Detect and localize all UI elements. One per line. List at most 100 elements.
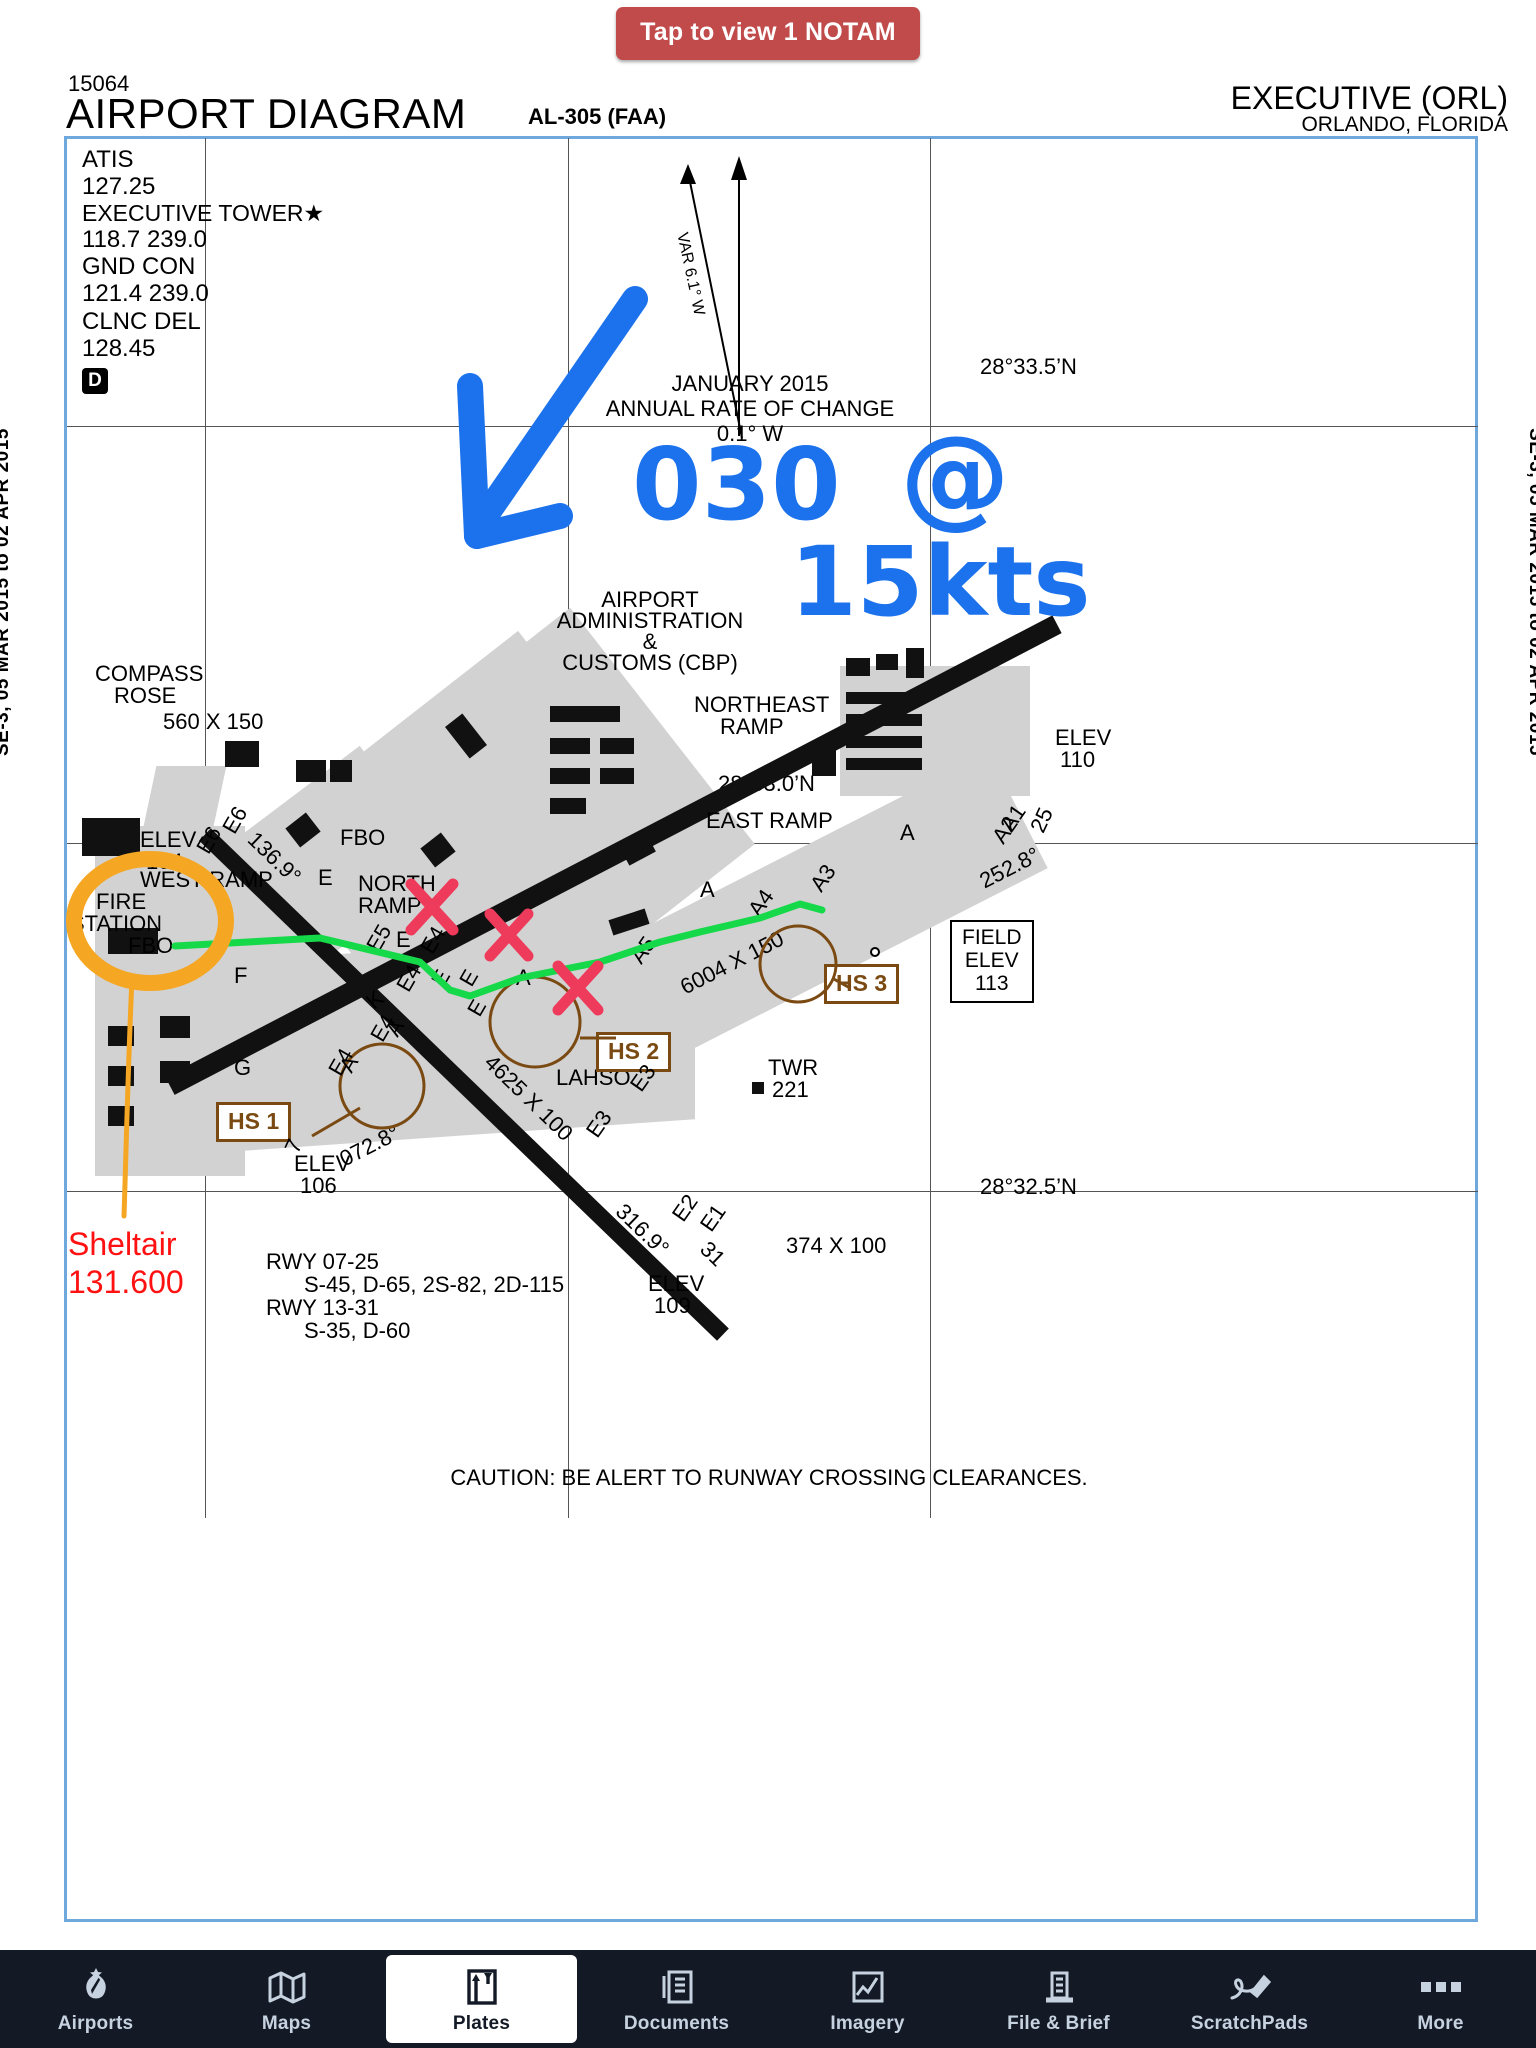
hotspot-1-box[interactable]: HS 1: [216, 1102, 292, 1142]
tower-symbol-icon: [752, 1082, 764, 1094]
taxiway-label-E: E: [318, 865, 333, 890]
tab-more[interactable]: More: [1345, 1950, 1536, 2048]
tab-documents[interactable]: Documents: [581, 1950, 772, 2048]
documents-icon: [660, 1967, 694, 2007]
lat-label-3325: 28°32.5’N: [980, 1174, 1077, 1199]
building-26: [846, 714, 922, 726]
atis-frequency: 127.25: [82, 173, 156, 201]
building-7: [160, 1061, 190, 1083]
plate-icon: [464, 1967, 500, 2007]
graticule-lat-335: [67, 426, 1478, 427]
elev-109-value: 109: [654, 1293, 691, 1318]
east-ramp-label: EAST RAMP: [706, 808, 833, 833]
tab-label: Plates: [452, 2013, 511, 2034]
notam-banner: Tap to view 1 NOTAM: [0, 0, 1536, 66]
building-icon: [1042, 1967, 1076, 2007]
var-date: JANUARY 2015: [671, 371, 829, 396]
lat-label-3335: 28°33.5’N: [980, 354, 1077, 379]
admin-label-2: ADMINISTRATION: [556, 608, 744, 633]
magnetic-variation-arrow-icon: [680, 156, 747, 439]
building-6: [160, 1016, 190, 1038]
elev-106-value: 106: [300, 1173, 337, 1198]
sheltair-annotation: Sheltair 131.600: [68, 1226, 184, 1302]
tab-scratchpads[interactable]: ScratchPads: [1154, 1950, 1345, 2048]
ground-frequency: 121.4 239.0: [82, 280, 209, 308]
rwy-data-line-2: S-45, D-65, 2S-82, 2D-115: [304, 1272, 565, 1297]
building-24: [906, 648, 924, 678]
effective-date-left: SE-3, 05 MAR 2015 to 02 APR 2015: [0, 428, 13, 756]
rwy-data-line-1: RWY 07-25: [266, 1249, 379, 1274]
building-27: [846, 736, 922, 748]
view-notam-button[interactable]: Tap to view 1 NOTAM: [616, 6, 920, 60]
taxiway-label-F: F: [234, 963, 248, 988]
building-14: [550, 706, 620, 722]
tab-label: Airports: [57, 2013, 134, 2034]
field-elevation-box: FIELD ELEV 113: [950, 920, 1034, 1004]
building-15: [550, 738, 590, 754]
wind-speed-annotation: 15kts: [790, 526, 1091, 638]
northeast-ramp-label-1: NORTHEAST: [694, 692, 830, 717]
building-8: [225, 741, 259, 767]
graticule-lat-330: [67, 843, 1478, 844]
building-16: [600, 738, 634, 754]
compass-rose-dims: 560 X 150: [163, 709, 264, 734]
tab-label: Documents: [623, 2013, 730, 2034]
rwy-data-line-4: S-35, D-60: [304, 1318, 411, 1343]
elev-104-label: ELEV: [140, 827, 197, 852]
pen-icon: [1228, 1967, 1272, 2007]
building-22: [846, 658, 870, 676]
fbo-label-north: FBO: [340, 825, 386, 850]
tab-airports[interactable]: Airports: [0, 1950, 191, 2048]
northeast-ramp-label-2: RAMP: [720, 714, 784, 739]
building-23: [876, 654, 898, 670]
building-10: [330, 760, 352, 782]
taxiway-label-Ea: E: [396, 927, 411, 952]
airport-name: EXECUTIVE (ORL): [1230, 80, 1508, 116]
compass-rose-label-1: COMPASS: [95, 661, 204, 686]
building-9: [296, 760, 326, 782]
compass-icon: [79, 1967, 113, 2007]
tab-imagery[interactable]: Imagery: [772, 1950, 963, 2048]
sheltair-frequency: 131.600: [68, 1263, 184, 1300]
field-elev-label-1: FIELD: [962, 926, 1022, 949]
building-29: [812, 750, 836, 776]
clearance-label: CLNC DEL: [82, 307, 201, 335]
tab-file-and-brief[interactable]: File & Brief: [963, 1950, 1154, 2048]
compass-rose-label-2: ROSE: [114, 683, 177, 708]
elev-110-value: 110: [1060, 747, 1096, 772]
elev-106-label: ELEV: [294, 1151, 351, 1176]
imagery-icon: [850, 1967, 886, 2007]
caution-note: CAUTION: BE ALERT TO RUNWAY CROSSING CLE…: [450, 1465, 1088, 1490]
ellipsis-icon: [1420, 1967, 1462, 2007]
tab-label: Imagery: [830, 2013, 905, 2034]
field-elev-value: 113: [975, 972, 1009, 996]
al-number: AL-305 (FAA): [528, 104, 667, 129]
admin-label-3: &: [642, 629, 658, 654]
airport-city: ORLANDO, FLORIDA: [1301, 113, 1508, 136]
bottom-tab-bar: Airports Maps Plates Documents Imagery: [0, 1950, 1536, 2048]
wind-at-annotation: @: [900, 412, 1010, 540]
sheltair-name: Sheltair: [68, 1226, 177, 1262]
tower-elevation: 221: [772, 1077, 809, 1102]
graticule-lat-325: [67, 1191, 1478, 1192]
page-title: AIRPORT DIAGRAM: [66, 90, 467, 137]
taxiway-label-A1x: A: [516, 965, 531, 990]
tower-label: EXECUTIVE TOWER★: [82, 200, 325, 227]
building-18: [600, 768, 634, 784]
hotspot-2-box[interactable]: HS 2: [596, 1032, 672, 1072]
tower-map-label: TWR: [768, 1055, 819, 1080]
field-elev-label-2: ELEV: [964, 949, 1019, 973]
admin-label-4: CUSTOMS (CBP): [562, 650, 738, 675]
building-28: [846, 758, 922, 770]
rwy-data-line-3: RWY 13-31: [266, 1295, 379, 1320]
tab-label: File & Brief: [1007, 2013, 1110, 2034]
tab-plates[interactable]: Plates: [386, 1955, 577, 2043]
chart-number: 15064: [68, 71, 130, 96]
building-19: [550, 798, 586, 814]
tab-maps[interactable]: Maps: [191, 1950, 382, 2048]
building-25: [846, 692, 922, 704]
tab-label: More: [1417, 2013, 1464, 2034]
airport-diagram-plate[interactable]: 15064 AIRPORT DIAGRAM AL-305 (FAA) EXECU…: [0, 66, 1536, 1950]
clearance-frequency: 128.45: [82, 334, 156, 362]
